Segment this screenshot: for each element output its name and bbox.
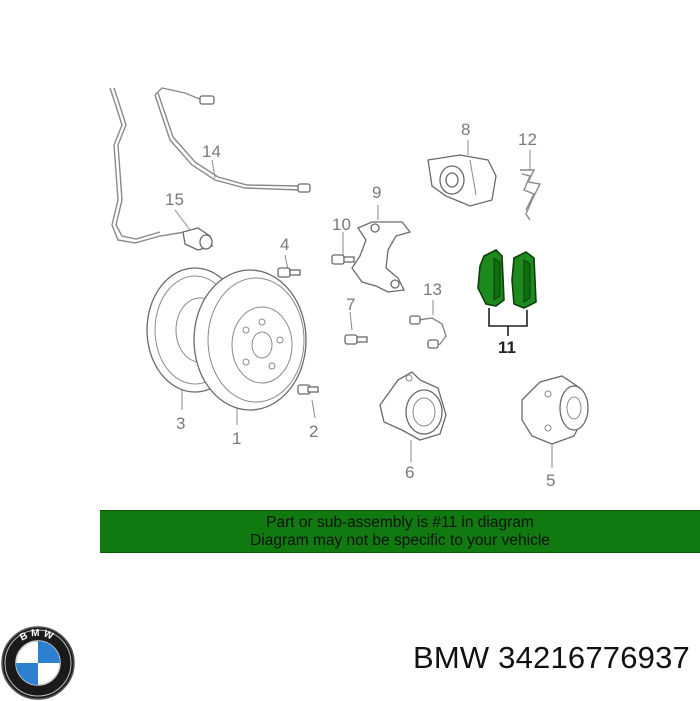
caliper-8 [427, 154, 497, 207]
callout-10: 10 [332, 215, 351, 234]
anti-rattle-clip-12 [520, 169, 542, 221]
brake-pads-11 [477, 249, 537, 336]
callout-4: 4 [280, 235, 289, 254]
callout-13: 13 [423, 280, 442, 299]
bolt-10 [331, 254, 355, 265]
wheel-bearing-6 [379, 371, 447, 441]
callout-2: 2 [309, 422, 318, 441]
brake-disc-1 [193, 269, 307, 411]
callout-3: 3 [176, 414, 185, 433]
callout-11: 11 [498, 338, 516, 357]
info-banner: Part or sub-assembly is #11 in diagram D… [100, 510, 700, 553]
logo-letters: BMW [18, 628, 57, 644]
sensor-15 [182, 227, 213, 251]
part-number-label: BMW 34216776937 [412, 640, 690, 675]
callout-9: 9 [372, 183, 381, 202]
callout-15: 15 [165, 190, 184, 209]
bolt-7 [344, 334, 368, 345]
callout-8: 8 [461, 120, 470, 139]
brake-line-assembly [109, 87, 311, 244]
leader-lines [174, 140, 553, 468]
banner-line-1: Part or sub-assembly is #11 in diagram [266, 514, 534, 531]
callout-14: 14 [202, 142, 221, 161]
callout-5: 5 [546, 471, 555, 490]
callout-1: 1 [232, 429, 241, 448]
caliper-carrier-9 [351, 221, 412, 293]
banner-line-2: Diagram may not be specific to your vehi… [250, 532, 550, 549]
callout-12: 12 [518, 130, 537, 149]
callout-6: 6 [405, 463, 414, 482]
wear-sensor-13 [409, 315, 447, 349]
parts-diagram: 14 15 4 10 9 8 12 13 11 7 3 1 2 6 5 [109, 87, 589, 490]
wheel-hub-5 [521, 375, 589, 445]
bolt-4 [277, 267, 301, 278]
bmw-roundel-icon: BMW [1, 626, 75, 700]
callout-numbers: 14 15 4 10 9 8 12 13 11 7 3 1 2 6 5 [165, 120, 555, 490]
bolt-2 [297, 384, 319, 395]
callout-7: 7 [346, 295, 355, 314]
